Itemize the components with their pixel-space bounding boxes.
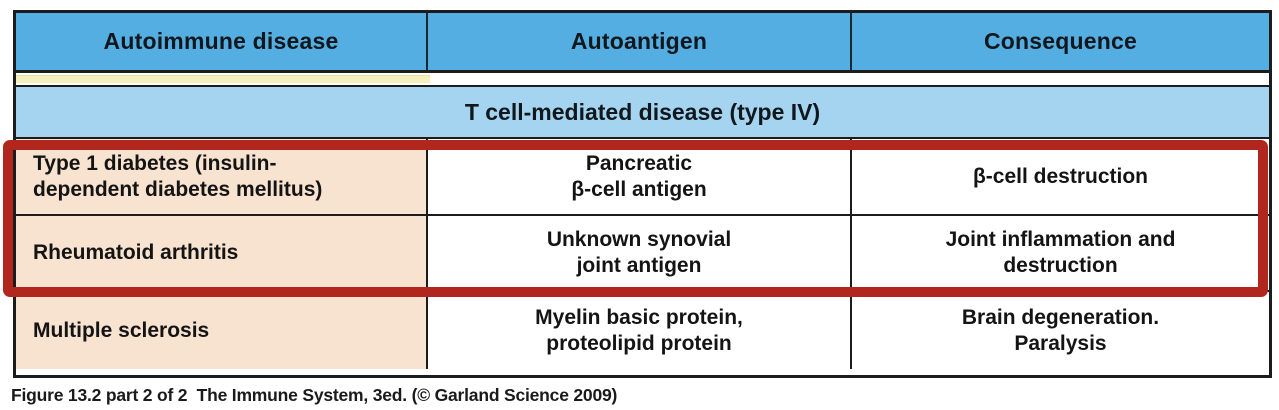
table-row-multiple-sclerosis: Multiple sclerosis Myelin basic protein,…: [16, 292, 1269, 369]
column-header-consequence: Consequence: [983, 28, 1137, 54]
cell-autoantigen: Pancreatic β-cell antigen: [428, 139, 852, 214]
header-separator-band: [16, 70, 1269, 87]
cell-consequence: Joint inflammation and destruction: [852, 216, 1269, 290]
table-header-row: Autoimmune disease Autoantigen Consequen…: [16, 13, 1269, 70]
cell-consequence: β-cell destruction: [852, 139, 1269, 214]
column-header-autoantigen: Autoantigen: [428, 13, 852, 70]
cell-disease: Rheumatoid arthritis: [16, 216, 428, 290]
autoimmune-disease-table: Autoimmune disease Autoantigen Consequen…: [13, 10, 1272, 378]
cell-autoantigen: Myelin basic protein, proteolipid protei…: [428, 292, 852, 369]
separator-yellow-stripe: [16, 75, 430, 83]
table-row-type-1-diabetes: Type 1 diabetes (insulin- dependent diab…: [16, 139, 1269, 216]
cell-consequence: Brain degeneration. Paralysis: [852, 292, 1269, 369]
figure-caption: Figure 13.2 part 2 of 2 The Immune Syste…: [11, 385, 618, 405]
section-header-t-cell-mediated: T cell-mediated disease (type IV): [16, 87, 1269, 139]
cell-disease: Multiple sclerosis: [16, 292, 428, 369]
column-header-autoimmune-disease: Autoimmune disease: [16, 13, 428, 70]
table-row-rheumatoid-arthritis: Rheumatoid arthritis Unknown synovial jo…: [16, 216, 1269, 292]
cell-disease: Type 1 diabetes (insulin- dependent diab…: [16, 139, 428, 214]
cell-autoantigen: Unknown synovial joint antigen: [428, 216, 852, 290]
